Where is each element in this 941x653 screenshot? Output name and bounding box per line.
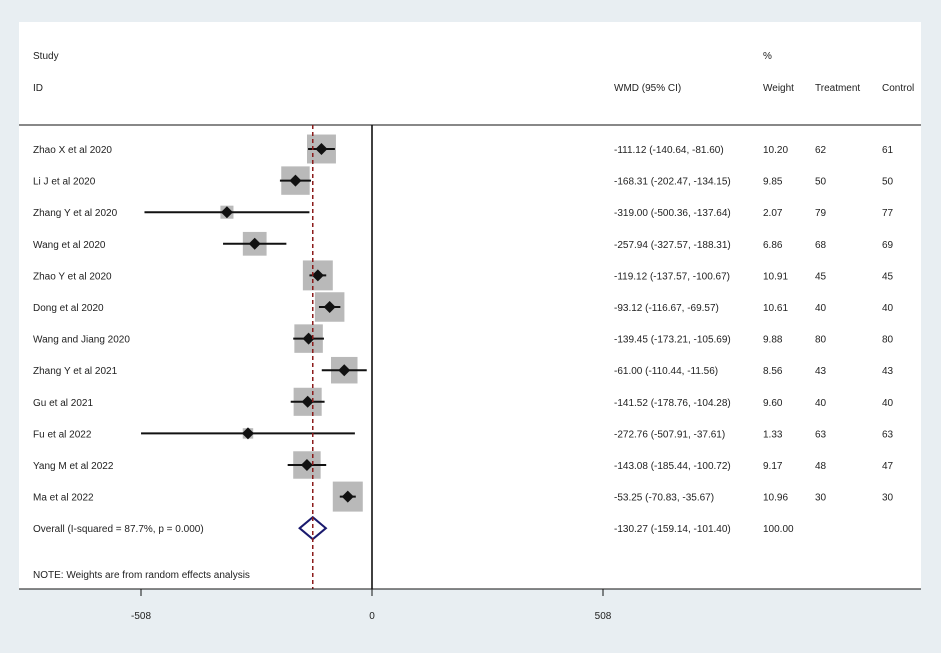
study-label: Wang et al 2020 (33, 240, 106, 251)
header-group: Study ID WMD (95% CI) % Weight Treatment… (33, 51, 914, 94)
control-label: 80 (882, 335, 894, 346)
control-label: 69 (882, 240, 894, 251)
point-estimate-marker (302, 332, 315, 345)
weight-label: 2.07 (763, 208, 783, 219)
header-control: Control (882, 83, 914, 94)
x-axis: -508 0 508 (19, 125, 921, 622)
control-label: 77 (882, 208, 894, 219)
weight-label: 10.61 (763, 303, 788, 314)
study-label: Dong et al 2020 (33, 303, 104, 314)
weight-label: 9.88 (763, 335, 783, 346)
treatment-label: 79 (815, 208, 827, 219)
effect-ci-label: -61.00 (-110.44, -11.56) (614, 366, 718, 377)
treatment-label: 45 (815, 271, 827, 282)
effect-ci-label: -139.45 (-173.21, -105.69) (614, 335, 731, 346)
point-estimate-marker (311, 269, 324, 282)
weight-label: 9.60 (763, 398, 783, 409)
treatment-label: 30 (815, 493, 827, 504)
study-label: Zhang Y et al 2020 (33, 208, 118, 219)
study-rows: Zhao X et al 2020 -111.12 (-140.64, -81.6… (33, 134, 894, 541)
weight-label: 10.91 (763, 271, 788, 282)
point-estimate-marker (289, 174, 302, 187)
effect-ci-label: -319.00 (-500.36, -137.64) (614, 208, 731, 219)
control-label: 61 (882, 145, 894, 156)
study-label: Yang M et al 2022 (33, 461, 114, 472)
treatment-label: 40 (815, 398, 827, 409)
header-effect: WMD (95% CI) (614, 83, 681, 94)
point-estimate-marker (241, 427, 254, 440)
overall-effect-ci-label: -130.27 (-159.14, -101.40) (614, 524, 731, 535)
treatment-label: 80 (815, 335, 827, 346)
control-label: 45 (882, 271, 894, 282)
effect-ci-label: -111.12 (-140.64, -81.60) (614, 145, 724, 156)
weight-label: 8.56 (763, 366, 783, 377)
weight-label: 10.96 (763, 493, 788, 504)
x-tick-label: 508 (595, 611, 612, 622)
header-weight-percent: % (763, 51, 772, 62)
header-id: ID (33, 83, 43, 94)
weight-label: 10.20 (763, 145, 788, 156)
weight-label: 9.17 (763, 461, 783, 472)
point-estimate-marker (248, 237, 261, 250)
effect-ci-label: -119.12 (-137.57, -100.67) (614, 271, 730, 282)
overall-label: Overall (I-squared = 87.7%, p = 0.000) (33, 524, 204, 535)
control-label: 40 (882, 303, 894, 314)
effect-ci-label: -143.08 (-185.44, -100.72) (614, 461, 731, 472)
x-tick-label: 0 (369, 611, 375, 622)
weight-label: 9.85 (763, 177, 783, 188)
study-label: Zhao Y et al 2020 (33, 271, 112, 282)
treatment-label: 68 (815, 240, 827, 251)
x-tick-label: -508 (131, 611, 151, 622)
plot-panel (19, 22, 921, 589)
point-estimate-marker (301, 395, 314, 408)
control-label: 40 (882, 398, 894, 409)
point-estimate-marker (338, 364, 351, 377)
study-label: Fu et al 2022 (33, 429, 92, 440)
study-label: Wang and Jiang 2020 (33, 335, 130, 346)
control-label: 50 (882, 177, 894, 188)
effect-ci-label: -53.25 (-70.83, -35.67) (614, 493, 714, 504)
point-estimate-marker (315, 143, 328, 155)
footnote: NOTE: Weights are from random effects an… (33, 570, 250, 581)
effect-ci-label: -141.52 (-178.76, -104.28) (614, 398, 731, 409)
effect-ci-label: -272.76 (-507.91, -37.61) (614, 429, 725, 440)
treatment-label: 48 (815, 461, 827, 472)
study-label: Zhao X et al 2020 (33, 145, 112, 156)
treatment-label: 62 (815, 145, 827, 156)
study-label: Ma et al 2022 (33, 493, 94, 504)
treatment-label: 50 (815, 177, 827, 188)
effect-ci-label: -93.12 (-116.67, -69.57) (614, 303, 719, 314)
control-label: 47 (882, 461, 894, 472)
weight-label: 6.86 (763, 240, 783, 251)
treatment-label: 43 (815, 366, 827, 377)
overall-weight-label: 100.00 (763, 524, 794, 535)
study-label: Zhang Y et al 2021 (33, 366, 118, 377)
control-label: 63 (882, 429, 894, 440)
study-label: Gu et al 2021 (33, 398, 93, 409)
point-estimate-marker (220, 206, 233, 219)
weight-label: 1.33 (763, 429, 783, 440)
control-label: 30 (882, 493, 894, 504)
treatment-label: 40 (815, 303, 827, 314)
header-study: Study (33, 51, 59, 62)
point-estimate-marker (323, 301, 336, 313)
header-weight: Weight (763, 83, 794, 94)
control-label: 43 (882, 366, 894, 377)
effect-ci-label: -168.31 (-202.47, -134.15) (614, 177, 731, 188)
point-estimate-marker (300, 459, 313, 471)
treatment-label: 63 (815, 429, 827, 440)
header-treatment: Treatment (815, 83, 860, 94)
effect-ci-label: -257.94 (-327.57, -188.31) (614, 240, 731, 251)
overall-diamond (298, 515, 328, 541)
study-label: Li J et al 2020 (33, 177, 96, 188)
point-estimate-marker (341, 490, 354, 503)
